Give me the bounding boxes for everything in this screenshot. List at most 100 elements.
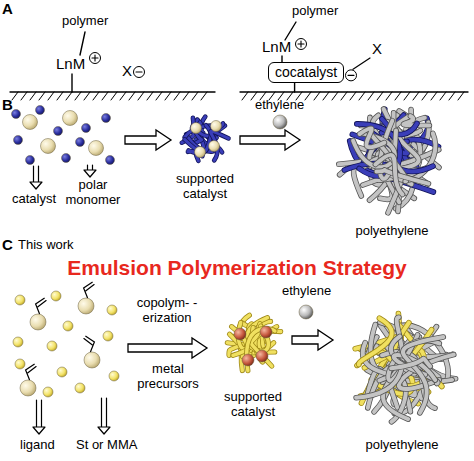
vinyl-group <box>84 282 93 298</box>
bond-line <box>80 32 85 55</box>
bond-line <box>353 58 370 69</box>
catalyst-sphere <box>209 141 220 152</box>
monomer-sphere <box>43 387 53 397</box>
reagent-label: ethylene <box>255 98 304 113</box>
product-label: supported catalyst <box>211 390 295 420</box>
product-label: polyethylene <box>346 224 438 239</box>
ethylene-sphere <box>273 115 287 129</box>
surface-hatch <box>12 92 18 100</box>
catalyst-sphere <box>63 111 78 126</box>
bond-line <box>285 22 296 40</box>
component-label: St or MMA <box>76 438 137 453</box>
negative-charge <box>134 67 145 78</box>
polymer-chain <box>359 318 392 364</box>
surface-hatch <box>368 92 374 100</box>
charge-sign <box>136 71 142 72</box>
ligand-sphere <box>78 298 94 314</box>
surface-hatch <box>102 92 108 100</box>
monomer-sphere <box>51 291 61 301</box>
process-arrow <box>292 330 333 350</box>
metal-center-sphere <box>234 328 246 340</box>
double-arrow-shaft <box>106 398 107 428</box>
polymer-chain-outline <box>403 337 443 413</box>
surface-hatch <box>422 92 428 100</box>
catalyst-sphere <box>211 121 222 132</box>
positive-charge <box>90 53 101 64</box>
surface-hatch <box>156 92 162 100</box>
polymer-chain-outline <box>391 359 430 369</box>
product-label: polyethylene <box>356 438 448 453</box>
monomer-sphere <box>107 305 117 315</box>
negative-charge <box>346 70 357 81</box>
surface-hatch <box>201 92 207 100</box>
chain-label: polymer <box>62 14 108 29</box>
vinyl-double-bond <box>84 339 93 345</box>
counter-anion-label: X <box>372 40 382 57</box>
monomer-sphere <box>15 295 25 305</box>
polar-monomer-sphere <box>26 156 35 165</box>
surface-hatch <box>129 92 135 100</box>
surface-hatch <box>66 92 72 100</box>
process-arrow <box>128 338 207 358</box>
reagent-label: ethylene <box>282 284 331 299</box>
monomer-sphere <box>47 341 57 351</box>
positive-charge <box>296 39 307 50</box>
monomer-sphere <box>103 331 113 341</box>
polar-monomer-sphere <box>82 124 91 133</box>
panel-letter: C <box>2 236 13 253</box>
box-text: cocatalyst <box>275 64 337 80</box>
catalyst-sphere <box>89 141 104 156</box>
chain-label: polymer <box>292 4 338 19</box>
double-arrow-shaft <box>41 400 42 428</box>
product-label: supported catalyst <box>163 172 247 202</box>
strategy-heading: Emulsion Polymerization Strategy <box>0 256 474 280</box>
metal-center-sphere <box>242 354 254 366</box>
catalyst-sphere <box>191 123 202 134</box>
counter-anion-label: X <box>122 62 132 79</box>
polar-monomer-sphere <box>14 136 23 145</box>
polar-monomer-sphere <box>12 110 21 119</box>
surface-hatch <box>431 92 437 100</box>
surface-hatch <box>75 92 81 100</box>
support-surface <box>10 91 215 92</box>
polymer-chain <box>377 170 429 184</box>
double-arrow-shaft <box>36 400 37 428</box>
charge-sign <box>300 41 301 47</box>
surface-hatch <box>120 92 126 100</box>
surface-hatch <box>39 92 45 100</box>
component-label: catalyst <box>12 192 56 207</box>
vinyl-double-bond <box>86 285 95 291</box>
surface-hatch <box>377 92 383 100</box>
polymer-chain <box>403 337 443 413</box>
component-label: ligand <box>20 438 55 453</box>
vinyl-double-bond <box>38 301 47 307</box>
surface-hatch <box>93 92 99 100</box>
bond-line <box>71 74 72 92</box>
surface-hatch <box>386 92 392 100</box>
double-arrow-head <box>30 182 42 189</box>
polymer-chain <box>360 128 385 147</box>
metal-center-sphere <box>260 326 272 338</box>
surface-hatch <box>21 92 27 100</box>
surface-hatch <box>183 92 189 100</box>
panel-letter: A <box>2 0 13 17</box>
double-arrow-head <box>98 427 110 434</box>
surface-hatch <box>138 92 144 100</box>
polymer-chain-outline <box>232 323 247 350</box>
double-arrow-shaft <box>38 166 39 183</box>
monomer-sphere <box>13 337 23 347</box>
polar-monomer-sphere <box>36 106 45 115</box>
surface-hatch <box>323 92 329 100</box>
surface-hatch <box>84 92 90 100</box>
surface-hatch <box>440 92 446 100</box>
double-arrow-head <box>84 170 96 177</box>
bond-line <box>294 83 295 92</box>
vinyl-group <box>36 298 45 314</box>
catalyst-sphere <box>195 147 206 158</box>
charge-sign <box>348 75 354 76</box>
monomer-sphere <box>57 367 67 377</box>
charge-sign <box>94 55 95 61</box>
double-arrow-shaft <box>101 398 102 428</box>
process-arrow <box>125 130 171 150</box>
monomer-sphere <box>15 359 25 369</box>
